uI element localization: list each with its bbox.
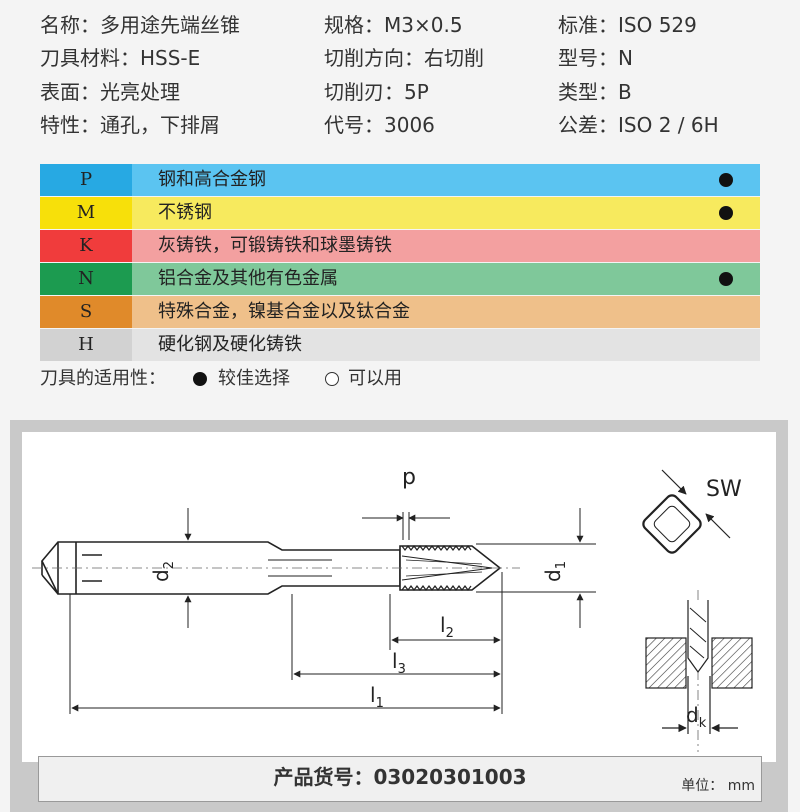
spec-size: 规格：M3×0.5 (324, 13, 463, 37)
legend-preferred: 较佳选择 (218, 368, 290, 389)
material-desc: 不锈钢 (158, 202, 212, 223)
material-row-m: M 不锈钢 (40, 197, 760, 229)
material-desc: 铝合金及其他有色金属 (158, 268, 338, 289)
tap-drawing: p d2 d1 (32, 465, 753, 752)
suitable-dot-icon (719, 173, 733, 187)
material-row-p: P 钢和高合金钢 (40, 164, 760, 196)
label-l2: l2 (440, 613, 454, 641)
spec-code: 代号：3006 (324, 113, 435, 137)
material-desc: 灰铸铁，可锻铸铁和球墨铸铁 (158, 235, 392, 256)
label-sw: SW (706, 477, 742, 502)
thread-teeth (401, 545, 493, 591)
spec-material: 刀具材料：HSS-E (40, 46, 201, 70)
spec-surface: 表面：光亮处理 (40, 80, 180, 104)
hole-section (645, 590, 753, 752)
spec-tolerance: 公差：ISO 2 / 6H (558, 113, 719, 137)
product-code: 产品货号：03020301003 (273, 765, 527, 789)
label-l3: l3 (392, 649, 406, 677)
material-row-s: S 特殊合金，镍基合金以及钛合金 (40, 296, 760, 328)
material-row-h: H 硬化钢及硬化铸铁 (40, 329, 760, 361)
spec-row: 刀具材料：HSS-E 切削方向：右切削 型号：N (40, 43, 780, 73)
technical-drawing: p d2 d1 (22, 432, 776, 762)
spec-row: 表面：光亮处理 切削刃：5P 类型：B (40, 77, 780, 107)
filled-dot-icon (193, 372, 207, 386)
tap-body (32, 541, 520, 595)
legend-possible: 可以用 (348, 368, 402, 389)
material-code: K (40, 230, 132, 262)
material-code: S (40, 296, 132, 328)
spec-row: 特性：通孔，下排屑 代号：3006 公差：ISO 2 / 6H (40, 110, 780, 140)
suitability-legend: 刀具的适用性： 较佳选择 可以用 (40, 364, 780, 394)
material-code: P (40, 164, 132, 196)
label-d1: d1 (541, 561, 569, 582)
extension-lines (69, 572, 503, 714)
square-section (642, 469, 731, 554)
material-code: N (40, 263, 132, 295)
material-desc: 硬化钢及硬化铸铁 (158, 334, 302, 355)
material-code: H (40, 329, 132, 361)
dim-p (362, 512, 450, 540)
spec-model: 型号：N (558, 46, 633, 70)
dim-d1 (476, 508, 596, 628)
material-desc: 钢和高合金钢 (158, 169, 266, 190)
material-code: M (40, 197, 132, 229)
spec-feature: 特性：通孔，下排屑 (40, 113, 220, 137)
legend-label: 刀具的适用性： (40, 368, 166, 389)
spec-edge: 切削刃：5P (324, 80, 429, 104)
suitable-dot-icon (719, 272, 733, 286)
suitable-dot-icon (719, 206, 733, 220)
unit-label: 单位： mm (681, 778, 755, 794)
spec-standard: 标准：ISO 529 (558, 13, 697, 37)
spec-name: 名称：多用途先端丝锥 (40, 13, 240, 37)
label-dk: dk (686, 703, 707, 731)
empty-dot-icon (325, 372, 339, 386)
material-desc: 特殊合金，镍基合金以及钛合金 (158, 301, 410, 322)
spec-row: 名称：多用途先端丝锥 规格：M3×0.5 标准：ISO 529 (40, 10, 780, 40)
material-row-k: K 灰铸铁，可锻铸铁和球墨铸铁 (40, 230, 760, 262)
drawing-frame: p d2 d1 (10, 420, 788, 812)
material-row-n: N 铝合金及其他有色金属 (40, 263, 760, 295)
product-code-table: 产品货号：03020301003 单位： mm (38, 756, 762, 802)
label-d2: d2 (149, 561, 177, 582)
spec-type: 类型：B (558, 80, 632, 104)
label-l1: l1 (370, 683, 384, 711)
label-p: p (402, 465, 416, 490)
spec-direction: 切削方向：右切削 (324, 46, 484, 70)
